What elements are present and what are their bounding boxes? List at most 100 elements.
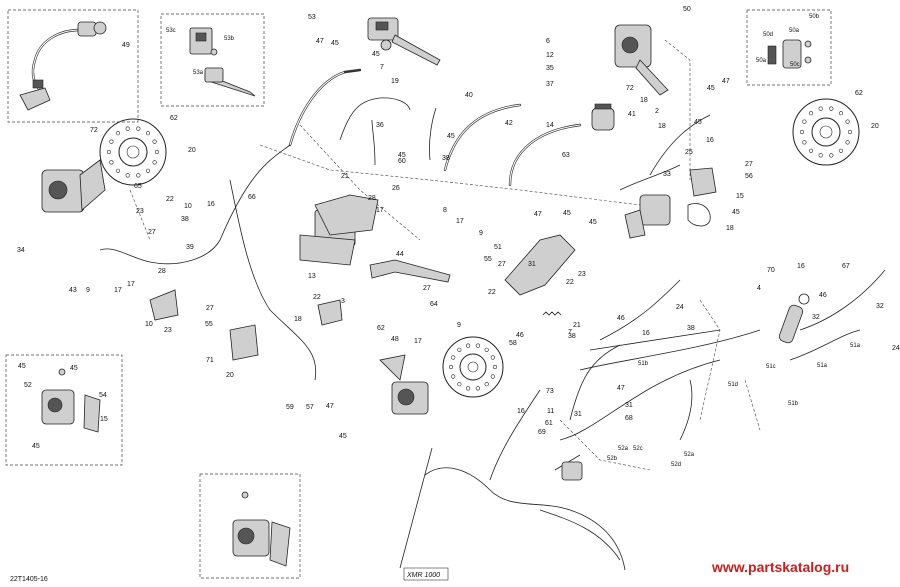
brake-caliper-52-rear: [379, 354, 429, 415]
bracket-44: [504, 234, 576, 296]
diagram-code: 22T1405-16: [10, 576, 48, 583]
disc-hole: [799, 129, 805, 135]
callout-label: 2: [655, 108, 659, 115]
disc-hole: [145, 168, 151, 173]
callout-label: 11: [547, 408, 554, 415]
disc-hole: [802, 119, 807, 124]
disc-hole: [115, 131, 121, 136]
master-cylinder-53: [367, 17, 441, 66]
callout-label: 44: [396, 251, 404, 258]
callout-label: 43: [69, 287, 77, 294]
callout-label: 41: [628, 111, 636, 118]
callout-label: 42: [505, 120, 513, 127]
disc-hole: [125, 126, 130, 131]
callout-label: 50c: [790, 62, 800, 68]
disc-hole: [829, 153, 834, 158]
callout-label: 40: [465, 92, 473, 99]
callout-label: 54: [99, 392, 107, 399]
callout-label: 59: [286, 404, 294, 411]
callout-label: 70: [767, 267, 775, 274]
callout-label: 27: [423, 285, 431, 292]
disc-hole: [838, 111, 844, 116]
callout-label: 68: [625, 415, 633, 422]
callout-label: 13: [308, 273, 316, 280]
callout-label: 16: [797, 263, 805, 270]
disc-hole: [838, 148, 844, 153]
disc-hole: [802, 140, 807, 145]
callout-label: 4: [757, 285, 761, 292]
guide-line: [259, 144, 641, 206]
callout-label: 53: [308, 14, 316, 21]
callout-label: 17: [127, 281, 135, 288]
callout-label: 17: [114, 287, 122, 294]
callout-label: 46: [617, 315, 625, 322]
disc-hole: [109, 160, 114, 165]
disc-hole: [475, 386, 481, 391]
master-cylinder-hose-49: [19, 21, 107, 111]
callout-label: 38: [181, 216, 189, 223]
guide-line: [664, 39, 691, 180]
disc-hole: [106, 149, 112, 155]
callout-label: 60: [398, 158, 406, 165]
callout-label: 64: [430, 301, 438, 308]
disc-hole: [457, 382, 462, 387]
brake-caliper-51-left: [41, 159, 106, 213]
callout-label: 15: [736, 193, 744, 200]
callout-label: 22: [313, 294, 321, 301]
callout-label: 10: [184, 203, 192, 210]
callout-label: 45: [447, 133, 455, 140]
callout-label: 58: [509, 340, 517, 347]
callout-label: 20: [871, 123, 879, 130]
callout-label: 47: [534, 211, 542, 218]
callout-label: 45: [372, 51, 380, 58]
guide-line: [129, 189, 151, 241]
disc-hole: [125, 173, 130, 178]
callout-label: 20: [188, 147, 196, 154]
callout-label: 47: [316, 38, 324, 45]
callout-label: 50b: [809, 14, 820, 20]
callout-label: 27: [745, 161, 753, 168]
callout-label: 7: [380, 64, 384, 71]
callout-label: 67: [842, 263, 850, 270]
callout-label: 17: [414, 338, 422, 345]
disc-hole: [808, 148, 814, 153]
callout-label: 46: [819, 292, 827, 299]
callout-label: 16: [517, 408, 525, 415]
disc-hole: [136, 126, 141, 131]
callout-label: 71: [206, 357, 214, 364]
brake-disc-front-right: [792, 98, 860, 166]
callout-label: 45: [563, 210, 571, 217]
callout-label: 52: [24, 382, 32, 389]
disc-hole: [154, 149, 160, 155]
callout-label: 50a: [756, 58, 767, 64]
disc-hole: [451, 355, 456, 360]
disc-hole: [490, 374, 495, 379]
callout-label: 22: [488, 289, 496, 296]
callout-label: 73: [546, 388, 554, 395]
callout-label: 27: [206, 305, 214, 312]
bracket-56: [689, 167, 717, 197]
callout-label: 45: [732, 209, 740, 216]
callout-label: 45: [331, 40, 339, 47]
callout-label: 35: [546, 65, 554, 72]
callout-label: 45: [18, 363, 26, 370]
callout-label: 72: [626, 85, 634, 92]
callout-label: 45: [70, 365, 78, 372]
disc-hole: [484, 347, 489, 352]
callout-label: 51b: [788, 401, 799, 407]
callout-label: 9: [457, 322, 461, 329]
guide-line: [699, 299, 721, 421]
callout-label: 47: [722, 78, 730, 85]
callout-label: 52a: [618, 446, 629, 452]
callout-label: 45: [339, 433, 347, 440]
callout-label: 3: [341, 298, 345, 305]
brake-caliper-33: [624, 194, 711, 239]
callout-label: 56: [745, 173, 753, 180]
callout-label: 49: [122, 42, 130, 49]
callout-label: 66: [248, 194, 256, 201]
callout-label: 65: [134, 183, 142, 190]
bracket-60: [314, 194, 379, 236]
spring-48: [542, 311, 562, 316]
